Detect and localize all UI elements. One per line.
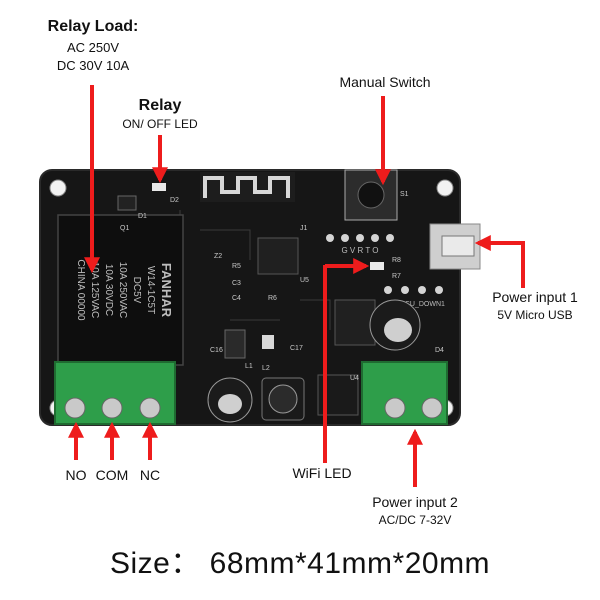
switch-header — [326, 234, 394, 242]
smd-part — [224, 329, 246, 359]
mcu-header — [384, 286, 443, 294]
relay-silk-text: W14-1C5T — [145, 266, 156, 314]
annotation-arrows — [68, 85, 525, 487]
mount-hole — [436, 179, 454, 197]
relay-silk-text: 10A 125VAC — [89, 262, 100, 319]
power-input-1-title: Power input 1 — [492, 289, 578, 305]
relay-silk-text: DC5V — [131, 277, 142, 304]
silkscreen-label: C3 — [232, 280, 241, 287]
relay-load-title: Relay Load: — [47, 18, 139, 35]
arrow-power-input-1 — [474, 235, 525, 288]
manual-switch-component — [344, 169, 398, 221]
capacitor-small — [262, 335, 274, 349]
mcu-chip — [257, 237, 299, 275]
silkscreen-label: D1 — [138, 213, 147, 220]
silkscreen-label: R8 — [392, 257, 401, 264]
svg-text:G V R T O: G V R T O — [341, 246, 378, 255]
components: MCU_DOWN1 G V R T O — [117, 183, 445, 421]
silkscreen-label: D2 — [170, 197, 179, 204]
silkscreen-label: L1 — [245, 363, 253, 370]
silkscreen-label: R7 — [392, 273, 401, 280]
relay-silk-text: CHINA 00000 — [75, 259, 86, 321]
silkscreen-label: J1 — [300, 225, 308, 232]
relay-silk-text: 10A 30VDC — [103, 264, 114, 316]
terminal-com-label: COM — [95, 467, 129, 483]
power-input-1-sub: 5V Micro USB — [497, 308, 573, 322]
mount-hole — [49, 179, 67, 197]
silkscreen-label: S1 — [400, 191, 409, 198]
size-caption: Size： 68mm*41mm*20mm — [109, 547, 491, 580]
terminal-no-label: NO — [65, 467, 87, 483]
capacitors — [207, 299, 421, 423]
transistor-q1 — [117, 195, 137, 211]
relay-load-line1: AC 250V — [66, 40, 120, 55]
micro-usb-port — [429, 223, 481, 270]
wifi-led-label: WiFi LED — [292, 465, 352, 481]
silkscreen-label: C4 — [232, 295, 241, 302]
relay-silk-text: FANHAR — [159, 263, 174, 318]
power-terminal-block — [361, 361, 448, 425]
power-input-2-sub: AC/DC 7-32V — [378, 513, 452, 527]
silkscreen-label: U5 — [300, 277, 309, 284]
power-input-2-title: Power input 2 — [372, 494, 458, 510]
wifi-led — [370, 262, 384, 270]
silkscreen-label: U4 — [350, 375, 359, 382]
silkscreen-label: C17 — [290, 345, 303, 352]
silkscreen-label: Z2 — [214, 253, 222, 260]
svg-text:MCU_DOWN1: MCU_DOWN1 — [399, 301, 445, 308]
terminal-nc-label: NC — [139, 467, 161, 483]
wifi-antenna — [200, 172, 295, 202]
relay-led-title: Relay — [138, 97, 182, 114]
relay-load-line2: DC 30V 10A — [56, 58, 130, 73]
silkscreen-label: R6 — [268, 295, 277, 302]
silkscreen-label: C16 — [210, 347, 223, 354]
silkscreen-label: Q1 — [120, 225, 129, 232]
silkscreen-label: R5 — [232, 263, 241, 270]
relay-silk-text: 10A 250VAC — [117, 262, 128, 319]
silkscreen-label: L2 — [262, 365, 270, 372]
regulator-chip — [334, 299, 376, 346]
silkscreen-label: D4 — [435, 347, 444, 354]
relay-led-sub: ON/ OFF LED — [122, 117, 198, 131]
manual-switch-label: Manual Switch — [339, 74, 431, 90]
relay-led — [152, 183, 166, 191]
relay-terminal-block — [54, 361, 176, 425]
